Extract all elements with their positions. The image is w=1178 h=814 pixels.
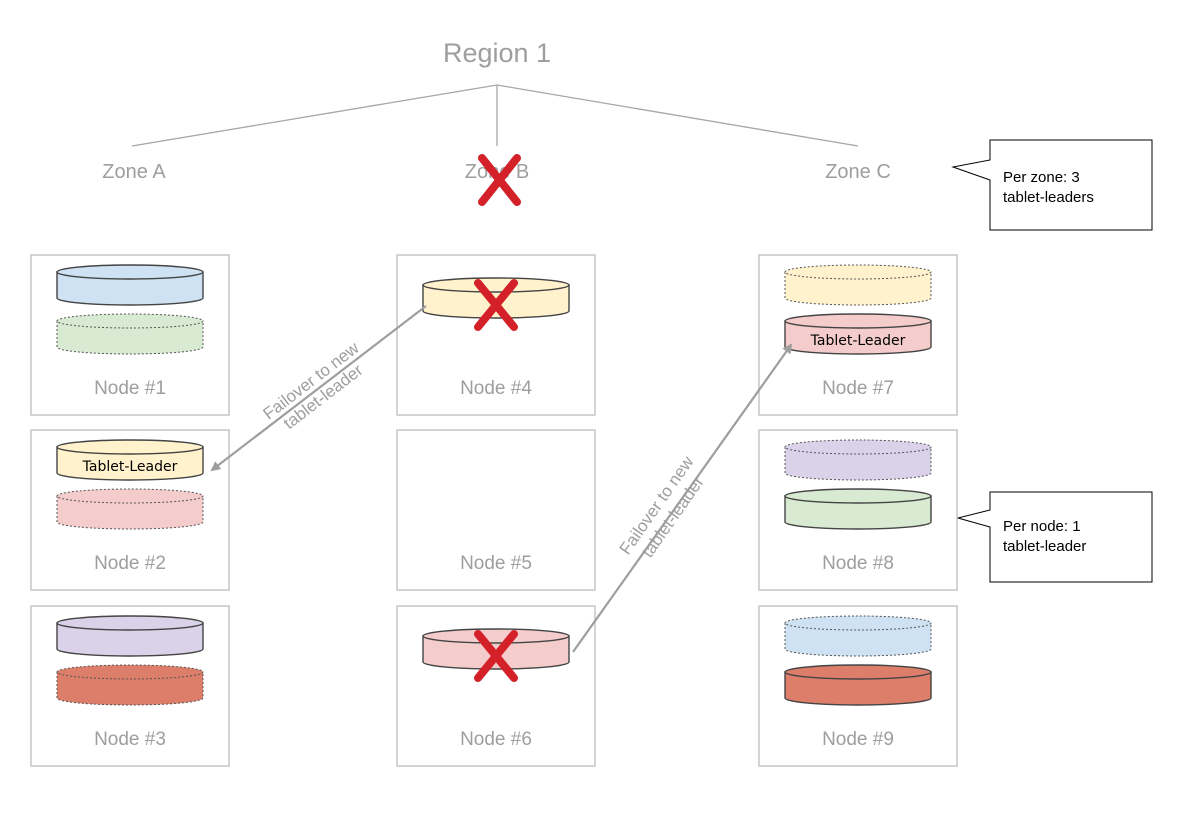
node-label: Node #9 <box>822 729 894 750</box>
tablet-leader-disk: Tablet-Leader <box>56 439 204 481</box>
node-label: Node #2 <box>94 553 166 574</box>
tablet-follower-disk <box>784 439 932 481</box>
node-box-5: Node #5 <box>396 429 596 591</box>
tablet-leader-disk <box>784 488 932 530</box>
tablet-failed-cross-icon <box>474 279 518 331</box>
tablet-follower-disk <box>56 664 204 706</box>
zone-a-label: Zone A <box>102 161 166 183</box>
per-node-callout-line2: tablet-leader <box>1003 538 1086 555</box>
tablet-leader-label: Tablet-Leader <box>82 459 178 475</box>
failover-arrow-node4-to-node2 <box>210 305 427 472</box>
node-label: Node #4 <box>460 378 532 399</box>
tablet-leader-disk <box>422 628 570 682</box>
node-label: Node #5 <box>460 553 532 574</box>
node-label: Node #6 <box>460 729 532 750</box>
tree-line-zone-a <box>131 84 498 147</box>
node-label: Node #3 <box>94 729 166 750</box>
region-title: Region 1 <box>443 38 551 68</box>
node-frame <box>396 429 596 591</box>
tablet-follower-disk <box>784 615 932 657</box>
tree-line-zone-c <box>496 84 859 147</box>
per-zone-callout: Per zone: 3 tablet-leaders <box>951 139 1153 231</box>
tablet-follower-disk <box>56 488 204 530</box>
per-node-callout: Per node: 1 tablet-leader <box>956 491 1153 583</box>
per-node-callout-line1: Per node: 1 <box>1003 518 1081 535</box>
failover-label-1: Failover to new tablet-leader <box>259 338 366 433</box>
per-zone-callout-line2: tablet-leaders <box>1003 189 1094 206</box>
tablet-follower-disk <box>784 264 932 306</box>
tablet-leader-disk <box>56 264 204 306</box>
tablet-leader-disk <box>56 615 204 657</box>
failover-label-2: Failover to new tablet-leader <box>616 452 708 561</box>
region-tree-lines <box>131 84 859 147</box>
zone-b-failed-cross-icon <box>478 154 521 206</box>
node-label: Node #1 <box>94 378 166 399</box>
tablet-leader-disk <box>784 664 932 706</box>
tablet-leader-label: Tablet-Leader <box>810 333 906 349</box>
tablet-leader-disk: Tablet-Leader <box>784 313 932 355</box>
node-label: Node #7 <box>822 378 894 399</box>
zone-c-label: Zone C <box>825 161 891 183</box>
tablet-follower-disk <box>56 313 204 355</box>
failover-arrow-node6-to-node7 <box>572 343 793 653</box>
node-label: Node #8 <box>822 553 894 574</box>
tablet-failed-cross-icon <box>474 630 518 682</box>
per-zone-callout-line1: Per zone: 3 <box>1003 169 1080 186</box>
tablet-leader-disk <box>422 277 570 331</box>
